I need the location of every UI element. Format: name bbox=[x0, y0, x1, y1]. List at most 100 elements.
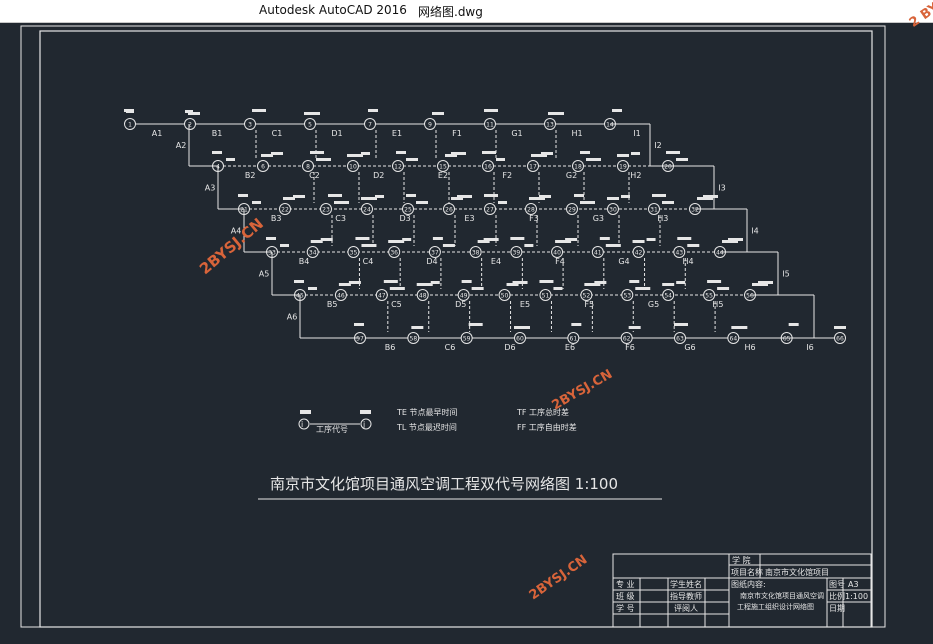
cad-drawing-canvas[interactable]: 123579111314A1B1C1D1E1F1G1H1I14681012151… bbox=[0, 22, 933, 644]
time-parameter-mark bbox=[402, 238, 412, 241]
time-parameter-mark bbox=[334, 201, 349, 204]
time-parameter-mark bbox=[524, 244, 534, 247]
time-parameter-mark bbox=[457, 195, 472, 198]
node bbox=[510, 246, 523, 258]
app-title: Autodesk AutoCAD 2016 bbox=[259, 3, 407, 17]
tb-student-name-label: 学生姓名 bbox=[670, 579, 702, 589]
time-parameter-mark bbox=[666, 151, 680, 154]
time-parameter-mark bbox=[676, 281, 686, 284]
node bbox=[424, 118, 436, 130]
activity-label: F4 bbox=[555, 257, 565, 266]
time-parameter-mark bbox=[646, 238, 656, 241]
node bbox=[279, 203, 291, 215]
node bbox=[484, 203, 496, 215]
time-parameter-mark bbox=[553, 287, 563, 290]
node-label: 65 bbox=[783, 336, 791, 343]
node bbox=[257, 160, 269, 172]
time-parameter-mark bbox=[514, 326, 530, 329]
activity-label: B4 bbox=[299, 257, 310, 266]
outer-frame bbox=[20, 25, 886, 628]
node-label: 16 bbox=[484, 164, 492, 171]
time-parameter-mark bbox=[584, 283, 601, 286]
time-parameter-mark bbox=[758, 281, 773, 284]
time-parameter-mark bbox=[697, 197, 713, 200]
node bbox=[648, 203, 660, 215]
legend-tf: TF 工序总时差 bbox=[516, 407, 569, 417]
node bbox=[375, 289, 388, 301]
time-parameter-mark bbox=[662, 201, 674, 204]
activity-label: F5 bbox=[584, 300, 594, 309]
activity-label: D4 bbox=[426, 257, 437, 266]
tb-scale-label: 比例 bbox=[829, 591, 845, 601]
legend: i j 工序代号 TE 节点最早时间 TL 节点最迟时间 TF 工序总时差 FF… bbox=[298, 407, 577, 434]
node bbox=[632, 246, 645, 258]
time-parameter-mark bbox=[580, 201, 595, 204]
node bbox=[514, 332, 526, 344]
tb-scale-value: 1:100 bbox=[845, 592, 868, 601]
time-parameter-mark bbox=[461, 280, 472, 283]
node bbox=[184, 118, 196, 130]
node bbox=[662, 289, 675, 301]
activity-label: E1 bbox=[392, 129, 402, 138]
activity-label: C5 bbox=[391, 300, 402, 309]
time-parameter-mark bbox=[834, 326, 846, 329]
node bbox=[727, 332, 740, 344]
node-label: 15 bbox=[439, 164, 447, 171]
node-label: 13 bbox=[546, 122, 554, 129]
node bbox=[525, 203, 537, 215]
time-parameter-mark bbox=[252, 109, 266, 112]
inner-frame bbox=[39, 30, 873, 628]
time-parameter-mark bbox=[605, 244, 621, 247]
time-parameter-mark bbox=[677, 237, 692, 240]
activity-label: G1 bbox=[511, 129, 522, 138]
time-parameter-mark bbox=[529, 197, 545, 200]
node-label: 27 bbox=[486, 207, 494, 214]
time-parameter-mark bbox=[361, 197, 377, 200]
node-label: 18 bbox=[574, 164, 582, 171]
activity-label: F2 bbox=[502, 171, 512, 180]
watermark: 2BYSJ.CN bbox=[550, 367, 616, 414]
node bbox=[388, 246, 401, 258]
activity-label: E5 bbox=[520, 300, 530, 309]
activity-label: I6 bbox=[806, 343, 813, 352]
node bbox=[347, 160, 359, 172]
time-parameter-mark bbox=[310, 240, 323, 243]
node-label: 32 bbox=[691, 207, 699, 214]
title-block: 学 院 项目名称 南京市文化馆项目 图纸内容: 南京市文化馆项目通风空调 工程施… bbox=[612, 553, 872, 628]
activity-label: I4 bbox=[751, 227, 758, 236]
activity-label: C2 bbox=[309, 171, 320, 180]
node-label: 42 bbox=[635, 250, 643, 257]
time-parameter-mark bbox=[565, 238, 578, 241]
node bbox=[407, 332, 420, 344]
activity-label: A4 bbox=[231, 227, 242, 236]
activity-label: H3 bbox=[657, 214, 668, 223]
activity-label: G2 bbox=[566, 171, 577, 180]
time-parameter-mark bbox=[442, 244, 455, 247]
time-parameter-mark bbox=[388, 240, 405, 243]
time-parameter-mark bbox=[548, 112, 564, 115]
node-label: 63 bbox=[676, 336, 684, 343]
time-parameter-mark bbox=[580, 151, 590, 154]
activity-label: I3 bbox=[718, 184, 725, 193]
activity-label: E2 bbox=[438, 171, 448, 180]
time-parameter-mark bbox=[316, 158, 331, 161]
time-parameter-mark bbox=[629, 280, 640, 283]
legend-node-i bbox=[298, 418, 310, 430]
node-label: 20 bbox=[664, 164, 672, 171]
time-parameter-mark bbox=[416, 201, 428, 204]
node-label: 29 bbox=[568, 207, 576, 214]
node-label: 12 bbox=[394, 164, 402, 171]
node bbox=[527, 160, 539, 172]
node-label: 19 bbox=[619, 164, 627, 171]
node bbox=[617, 160, 629, 172]
node-label: 53 bbox=[623, 293, 631, 300]
node bbox=[551, 246, 564, 258]
time-parameter-mark bbox=[731, 326, 748, 329]
time-parameter-mark bbox=[468, 323, 483, 326]
node bbox=[834, 332, 846, 344]
node bbox=[124, 118, 136, 130]
tb-student-id-label: 学 号 bbox=[616, 603, 635, 613]
node bbox=[567, 332, 580, 344]
time-parameter-mark bbox=[477, 240, 490, 243]
time-parameter-mark bbox=[687, 244, 700, 247]
